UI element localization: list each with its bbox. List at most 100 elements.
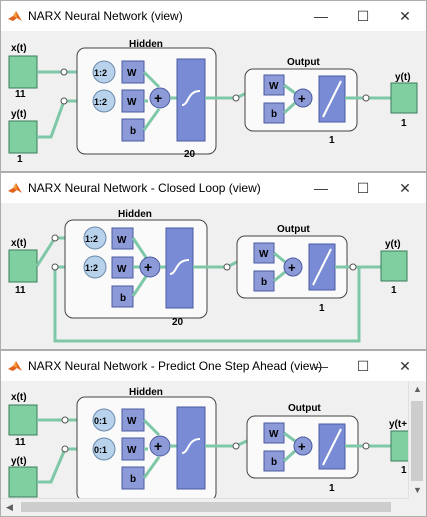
node-dot [60,68,68,76]
scroll-down-arrow-icon[interactable]: ▼ [413,485,422,495]
vertical-scrollbar[interactable]: ▲ ▼ [408,381,426,499]
delay-label: 1:2 [94,68,107,78]
horizontal-scrollbar[interactable]: ◀ [1,498,409,516]
output-block-y [380,250,408,282]
node-dot [362,442,370,450]
window-narx-predict-step-ahead: NARX Neural Network - Predict One Step A… [0,350,427,517]
input-size-x: 11 [15,437,26,448]
output-label: y(t) [385,239,401,250]
tansig-icon [181,438,201,454]
input-label-x: x(t) [11,238,27,249]
window-title: NARX Neural Network - Closed Loop (view) [28,181,261,195]
node-dot [349,263,357,271]
transfer-function-block [176,406,206,490]
node-dot [51,234,59,242]
input-size-y: 1 [17,154,23,165]
node-dot [223,263,231,271]
sum-sign: + [154,90,162,106]
scroll-thumb-horizontal[interactable] [21,502,391,512]
input-label-y: y(t) [11,456,27,467]
tansig-icon [181,90,201,106]
purelin-icon [322,428,342,466]
minimize-button[interactable]: — [314,8,328,24]
output-block-size: 1 [401,465,407,476]
connector [282,431,297,463]
matlab-logo-icon [8,11,22,21]
titlebar: NARX Neural Network (view) — ☐ ✕ [1,1,426,31]
bias-block [111,285,134,308]
node-dot [61,445,69,453]
scroll-corner [409,499,426,516]
weight-label: W [127,416,137,427]
input-size-x: 11 [15,89,26,100]
hidden-title: Hidden [118,209,152,220]
output-title: Output [288,403,321,414]
maximize-button[interactable]: ☐ [356,180,370,196]
delay-label: 1:2 [85,263,98,273]
connector [131,237,149,297]
diagram-area: x(t) 11 y(t) Hidden 0:1 0:1 W W b + [1,381,411,501]
input-block-x [8,55,38,89]
titlebar: NARX Neural Network - Closed Loop (view)… [1,173,426,203]
tapped-delay-icon [92,60,116,84]
hidden-size: 20 [172,317,184,328]
close-button[interactable]: ✕ [399,180,411,196]
output-label: y(t+ [389,419,407,430]
output-size: 1 [329,135,335,146]
sum-icon [293,88,313,108]
tansig-icon [169,259,190,275]
window-narx-view: NARX Neural Network (view) — ☐ ✕ x(t) 11… [0,0,427,172]
maximize-button[interactable]: ☐ [356,358,370,374]
scroll-left-arrow-icon[interactable]: ◀ [6,502,13,512]
output-size: 1 [319,303,325,314]
network-diagram: x(t) 11 y(t) 1 Hidden 1:2 1:2 W W b [8,39,418,165]
input-label-x: x(t) [11,43,27,54]
bias-label: b [130,126,136,137]
maximize-button[interactable]: ☐ [356,8,370,24]
tapped-delay-icon [92,408,116,432]
bias-label: b [120,293,126,304]
weight-label: W [117,264,127,275]
output-block-y [390,430,411,462]
connector [142,418,161,479]
weight-label: W [259,249,269,260]
close-button[interactable]: ✕ [399,8,411,24]
titlebar: NARX Neural Network - Predict One Step A… [1,351,426,381]
delay-label: 1:2 [94,97,107,107]
output-block-y [390,82,418,114]
tapped-delay-icon [83,226,107,250]
sum-icon [283,257,303,277]
output-title: Output [287,57,320,68]
input-label-y: y(t) [11,109,27,120]
sum-sign: + [298,439,306,454]
transfer-function-block [176,58,206,142]
sum-sign: + [288,260,296,275]
weight-label: W [269,81,279,92]
sum-sign: + [298,91,306,106]
input-block-x [8,404,38,436]
weight-label: W [269,429,279,440]
input-label-x: x(t) [11,392,27,403]
scroll-thumb-vertical[interactable] [411,401,423,481]
weight-label: W [127,445,137,456]
bias-label: b [261,277,267,288]
bias-label: b [271,109,277,120]
scroll-up-arrow-icon[interactable]: ▲ [413,384,422,394]
connector [282,83,297,115]
weight-label: W [127,68,137,79]
delay-label: 0:1 [94,416,107,426]
input-block-x [8,249,38,283]
hidden-title: Hidden [129,387,163,398]
output-size: 1 [329,483,335,494]
close-button[interactable]: ✕ [399,358,411,374]
window-title: NARX Neural Network - Predict One Step A… [28,359,323,373]
connector [273,251,286,283]
sum-sign: + [144,259,152,275]
window-title: NARX Neural Network (view) [28,9,183,23]
minimize-button[interactable]: — [314,180,328,196]
minimize-button[interactable]: — [314,358,328,374]
purelin-icon [322,80,342,118]
window-narx-closed-loop: NARX Neural Network - Closed Loop (view)… [0,172,427,350]
weight-label: W [117,235,127,246]
output-label: y(t) [395,72,411,83]
